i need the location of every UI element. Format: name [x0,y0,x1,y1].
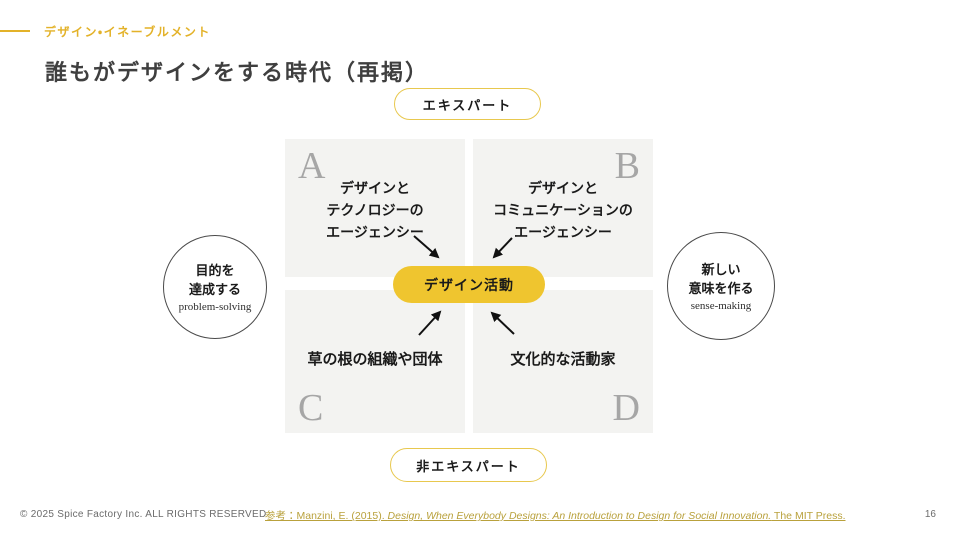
quadrant-a-letter: A [298,145,326,187]
quadrant-d: D 文化的な活動家 [473,290,653,433]
reference-link[interactable]: 参考：Manzini, E. (2015). Design, When Ever… [265,508,846,523]
quadrant-c-label: 草の根の組織や団体 [307,351,443,368]
quadrant-b-letter: B [614,145,640,187]
center-design-activity-pill: デザイン活動 [393,266,545,303]
reference-title: Design, When Everybody Designs: An Intro… [387,510,772,522]
reference-prefix: 参考：Manzini, E. (2015). [265,510,388,522]
axis-label-expert-text: エキスパート [422,97,513,113]
quadrant-d-letter: D [612,387,640,429]
section-eyebrow: デザイン・イネーブルメント [44,25,211,39]
quadrant-a-label: デザインと テクノロジーの エージェンシー [326,180,424,240]
quadrant-b-label: デザインと コミュニケーションの エージェンシー [493,180,633,240]
quadrant-b: B デザインと コミュニケーションの エージェンシー [473,139,653,277]
axis-label-non-expert-text: 非エキスパート [416,458,521,474]
quadrant-c: C 草の根の組織や団体 [285,290,465,433]
accent-line [0,30,30,32]
reference-suffix: The MIT Press. [771,510,846,522]
quadrant-d-label: 文化的な活動家 [510,351,616,368]
axis-label-non-expert: 非エキスパート [390,448,547,482]
axis-left-en-text: problem-solving [178,301,252,313]
axis-label-sense-making: 新しい 意味を作る sense-making [667,232,775,340]
center-pill-text: デザイン活動 [424,276,514,293]
page-number: 16 [924,509,936,520]
axis-label-problem-solving: 目的を 達成する problem-solving [163,235,267,339]
slide-title: 誰もがデザインをする時代（再掲） [45,60,430,85]
axis-right-jp-text: 新しい 意味を作る [688,262,754,296]
axis-label-expert: エキスパート [394,88,541,120]
axis-left-jp-text: 目的を 達成する [188,263,241,297]
copyright-text: © 2025 Spice Factory Inc. ALL RIGHTS RES… [20,509,267,520]
quadrant-a: A デザインと テクノロジーの エージェンシー [285,139,465,277]
axis-right-en-text: sense-making [690,300,752,312]
quadrant-c-letter: C [298,387,324,429]
